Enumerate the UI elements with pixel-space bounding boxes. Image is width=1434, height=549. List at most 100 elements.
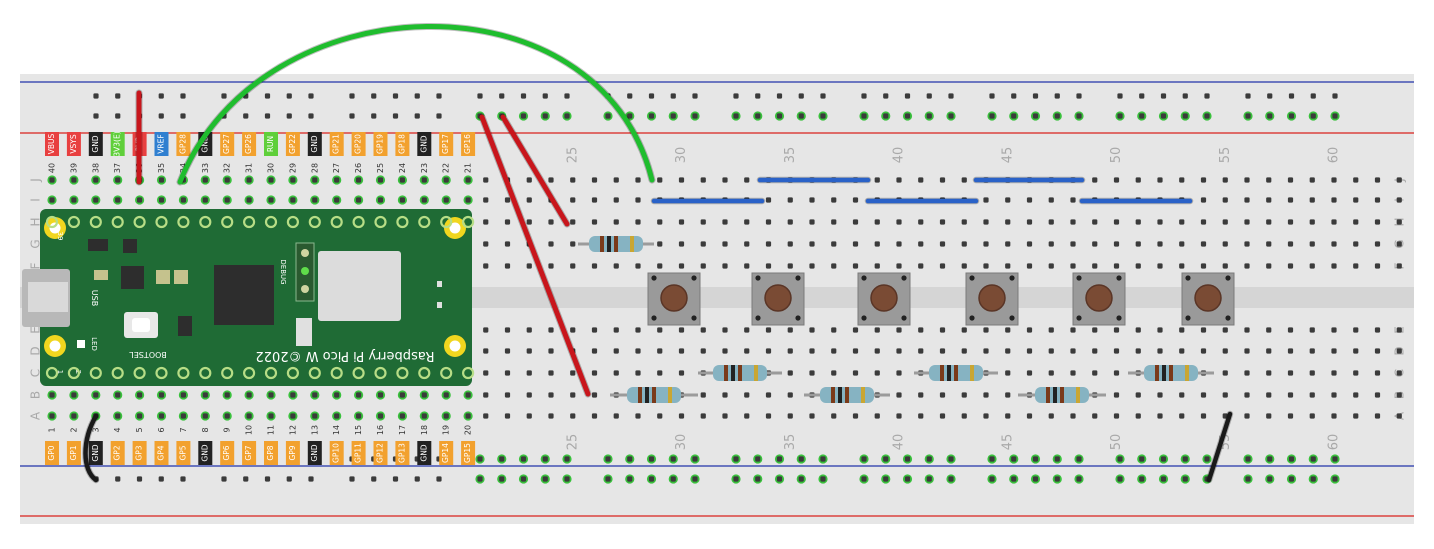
hole	[1157, 219, 1163, 225]
hole	[820, 476, 826, 482]
pico-pad	[264, 215, 278, 229]
pico-pad	[418, 215, 431, 229]
hole	[1048, 327, 1054, 333]
hole	[948, 476, 954, 482]
hole	[158, 413, 165, 419]
hole	[1200, 197, 1207, 203]
pin-label: GP20	[354, 134, 363, 154]
resistor-band	[861, 387, 865, 403]
hole	[1353, 177, 1359, 183]
hole	[1182, 113, 1188, 119]
resistor-band	[731, 365, 735, 381]
pin-label-bg	[132, 441, 147, 465]
pico-pad	[243, 215, 256, 229]
resistor-band	[1060, 387, 1064, 403]
hole	[722, 392, 728, 398]
hole	[504, 348, 511, 354]
hole	[1026, 219, 1033, 225]
hole	[504, 392, 511, 398]
hole	[1396, 197, 1402, 203]
pad	[437, 281, 442, 287]
resistor-band	[1076, 387, 1080, 403]
hole	[268, 177, 274, 183]
pin-number: 29	[288, 163, 297, 173]
hole	[526, 177, 532, 183]
hole	[896, 392, 902, 398]
hole	[377, 413, 384, 419]
hole	[722, 413, 728, 419]
button-leg	[755, 275, 761, 281]
hole	[115, 413, 121, 419]
hole	[93, 93, 99, 99]
hole	[504, 413, 511, 419]
hole	[1026, 241, 1033, 247]
hole	[904, 476, 911, 482]
hole	[115, 392, 121, 398]
hole	[1179, 413, 1185, 419]
hole	[820, 456, 826, 462]
column-number: 25	[565, 147, 580, 164]
hole	[1244, 413, 1250, 419]
hole	[221, 93, 227, 99]
hole	[1054, 93, 1060, 99]
hole	[809, 327, 815, 333]
resistor-band	[738, 365, 742, 381]
hole	[744, 219, 750, 225]
hole	[896, 219, 902, 225]
hole	[202, 413, 208, 419]
hole	[591, 219, 598, 225]
hole	[1222, 348, 1228, 354]
hole	[1288, 456, 1295, 462]
resistor-band	[600, 236, 604, 252]
hole	[1331, 241, 1337, 247]
hole	[613, 177, 619, 183]
debug-pin	[301, 285, 309, 293]
hole	[1135, 327, 1141, 333]
hole	[961, 413, 967, 419]
hole	[961, 241, 967, 247]
hole	[1113, 263, 1120, 269]
pico-pad	[199, 215, 212, 229]
hole	[399, 392, 405, 398]
hole	[1005, 263, 1011, 269]
hole	[874, 370, 880, 376]
pin-label: GP7	[244, 445, 253, 460]
hole	[926, 113, 932, 119]
hole	[308, 113, 314, 119]
hole	[115, 177, 121, 183]
hole	[983, 263, 989, 269]
hole	[926, 476, 932, 482]
pin-label: GP3	[135, 445, 144, 460]
pin-label-bg	[461, 132, 476, 156]
pico-pad	[45, 215, 59, 229]
pin-number: 23	[420, 163, 429, 173]
button-leg	[1076, 275, 1082, 281]
hole	[421, 392, 427, 398]
hole	[1117, 93, 1123, 99]
hole	[1244, 392, 1250, 398]
hole	[648, 93, 655, 99]
hole	[591, 348, 598, 354]
pin-number: 6	[157, 427, 166, 432]
hole	[504, 263, 511, 269]
button-leg	[1116, 275, 1122, 281]
hole	[286, 113, 292, 119]
rp2040-chip	[214, 265, 274, 325]
hole	[989, 476, 995, 482]
hole	[1309, 392, 1315, 398]
hole	[1332, 456, 1338, 462]
pin-label: GP26	[244, 134, 253, 154]
hole	[861, 456, 867, 462]
hole	[733, 456, 739, 462]
hole	[243, 113, 249, 119]
pin-number: 19	[442, 425, 451, 435]
hole	[1005, 370, 1011, 376]
hole	[504, 219, 511, 225]
hole	[115, 113, 121, 119]
resistor-band	[1155, 365, 1159, 381]
hole	[904, 93, 911, 99]
hole	[71, 413, 77, 419]
hole	[115, 197, 121, 203]
hole	[246, 392, 252, 398]
pin-label: GP16	[463, 134, 472, 154]
